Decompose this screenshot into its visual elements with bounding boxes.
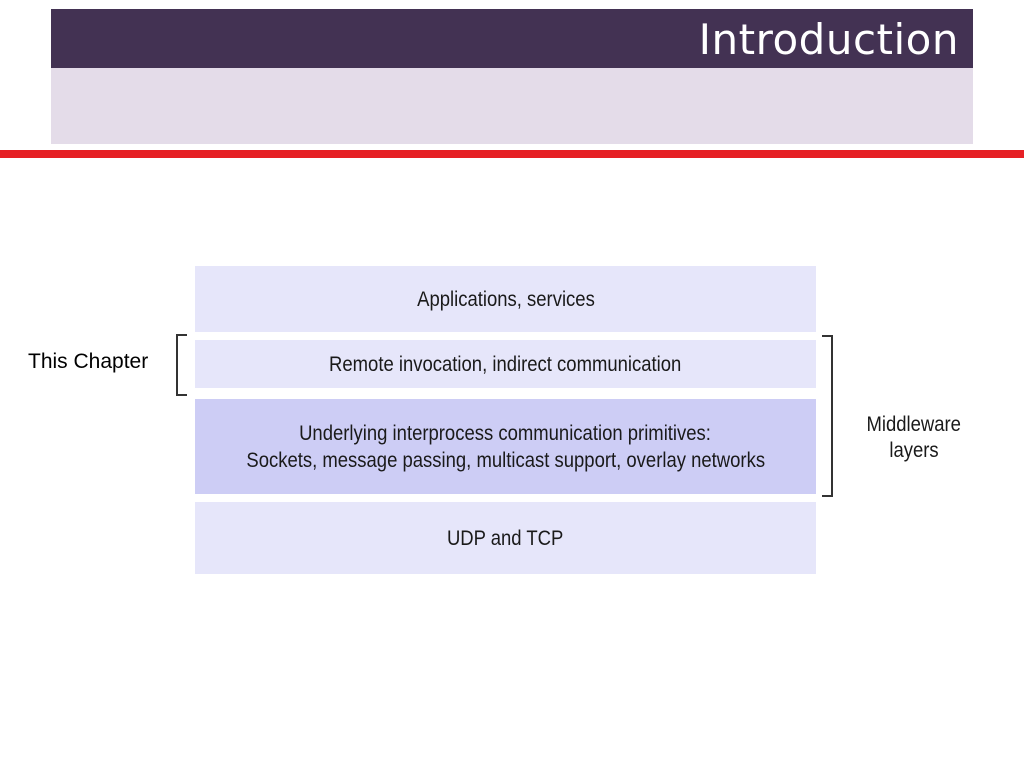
page-title: Introduction (698, 15, 959, 64)
middleware-label-line-2: layers (889, 439, 939, 462)
middleware-label-line-1: Middleware (866, 413, 962, 436)
this-chapter-label: This Chapter (28, 350, 149, 373)
title-bar: Introduction (51, 9, 973, 68)
layer-label-line-2: Sockets, message passing, multicast supp… (246, 448, 765, 472)
layer-label: Applications, services (416, 287, 595, 311)
layer-label: Remote invocation, indirect communicatio… (329, 352, 682, 376)
layer-applications-services: Applications, services (195, 266, 816, 332)
middleware-bracket (822, 335, 833, 497)
layer-remote-invocation: Remote invocation, indirect communicatio… (195, 340, 816, 388)
layer-udp-tcp: UDP and TCP (195, 502, 816, 574)
layer-label-line-1: Underlying interprocess communication pr… (299, 421, 712, 445)
layer-ipc-primitives: Underlying interprocess communication pr… (195, 399, 816, 494)
middleware-layers-label: Middleware layers (852, 412, 976, 464)
layer-label: UDP and TCP (447, 526, 564, 550)
subtitle-band (51, 68, 973, 144)
this-chapter-bracket (176, 334, 187, 396)
red-divider (0, 150, 1024, 158)
